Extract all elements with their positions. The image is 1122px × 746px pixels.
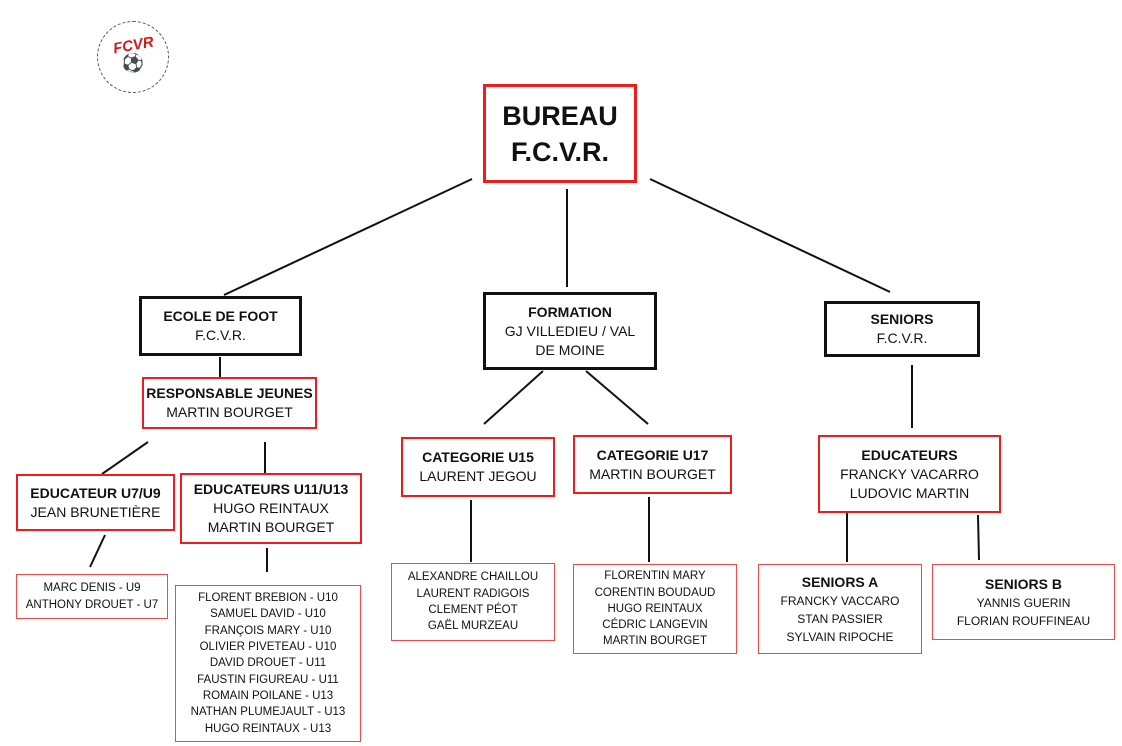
player-item: OLIVIER PIVETEAU - U10: [199, 641, 337, 654]
link-edu-b: [977, 514, 980, 561]
seniors-sub: F.C.V.R.: [876, 330, 928, 346]
player-item: ROMAIN POILANE - U13: [202, 689, 334, 702]
edu-u11-title: EDUCATEURS U11/U13: [193, 481, 349, 497]
educateurs-seniors-box: EDUCATEURS FRANCKY VACARRO LUDOVIC MARTI…: [818, 435, 1001, 513]
edu-u7-name: JEAN BRUNETIÈRE: [30, 503, 161, 520]
logo-text: FCVR: [111, 33, 155, 57]
player-item: MARTIN BOURGET: [603, 635, 707, 648]
formation-line: DE MOINE: [535, 341, 605, 358]
player-item: SYLVAIN RIPOCHE: [786, 629, 894, 644]
seniors-a-title: SENIORS A: [801, 573, 879, 590]
player-item: MARC DENIS - U9: [43, 582, 141, 595]
resp-name: MARTIN BOURGET: [166, 404, 293, 420]
responsable-jeunes-box: RESPONSABLE JEUNES MARTIN BOURGET: [142, 377, 317, 429]
educateurs-u11-u13-box: EDUCATEURS U11/U13 HUGO REINTAUX MARTIN …: [180, 473, 362, 544]
link-bureau-seniors: [649, 178, 891, 293]
player-item: CLEMENT PÉOT: [428, 604, 518, 616]
player-item: FAUSTIN FIGUREAU - U11: [197, 673, 339, 686]
formation-title: FORMATION: [528, 303, 612, 320]
player-item: NATHAN PLUMEJAULT - U13: [190, 706, 346, 719]
ecole-de-foot-box: ECOLE DE FOOT F.C.V.R.: [139, 296, 302, 356]
player-item: GAËL MURZEAU: [427, 620, 519, 633]
link-u7-list: [89, 534, 106, 568]
edu-u7-title: EDUCATEUR U7/U9: [30, 484, 161, 501]
seniors-box: SENIORS F.C.V.R.: [824, 301, 980, 357]
club-logo: FCVR ⚽: [97, 21, 169, 93]
u17-title: CATEGORIE U17: [596, 446, 709, 463]
formation-line: GJ VILLEDIEU / VAL: [504, 322, 636, 339]
edu-seniors-title: EDUCATEURS: [861, 446, 958, 463]
link-resp-u7: [101, 441, 149, 475]
player-item: CÉDRIC LANGEVIN: [602, 619, 708, 632]
soccer-player-icon: ⚽: [121, 52, 145, 73]
ecole-sub: F.C.V.R.: [195, 327, 246, 343]
link-bureau-ecole: [223, 178, 473, 296]
u15-name: LAURENT JEGOU: [419, 468, 537, 484]
player-item: FLORENTIN MARY: [604, 570, 706, 583]
u11-u13-players-box: FLORENT BREBION - U10 SAMUEL DAVID - U10…: [175, 585, 361, 742]
player-item: HUGO REINTAUX: [607, 602, 703, 615]
u15-players-box: ALEXANDRE CHAILLOU LAURENT RADIGOIS CLEM…: [391, 563, 555, 641]
bureau-title: BUREAU: [502, 100, 618, 131]
categorie-u17-box: CATEGORIE U17 MARTIN BOURGET: [573, 435, 732, 494]
player-item: FRANÇOIS MARY - U10: [204, 624, 332, 637]
player-item: FLORENT BREBION - U10: [198, 592, 338, 605]
educateur-u7-u9-box: EDUCATEUR U7/U9 JEAN BRUNETIÈRE: [16, 474, 175, 531]
seniors-b-title: SENIORS B: [984, 575, 1062, 592]
player-item: ANTHONY DROUET - U7: [25, 598, 159, 611]
ecole-title: ECOLE DE FOOT: [163, 308, 278, 324]
player-item: DAVID DROUET - U11: [209, 657, 327, 670]
player-item: HUGO REINTAUX - U13: [204, 722, 332, 735]
edu-u11-name: MARTIN BOURGET: [207, 519, 335, 535]
u7-u9-players-box: MARC DENIS - U9 ANTHONY DROUET - U7: [16, 574, 168, 619]
player-item: CORENTIN BOUDAUD: [594, 586, 716, 599]
player-item: FRANCKY VACCARO: [780, 593, 900, 608]
bureau-box: BUREAU F.C.V.R.: [483, 84, 637, 183]
categorie-u15-box: CATEGORIE U15 LAURENT JEGOU: [401, 437, 555, 497]
link-formation-u15: [483, 370, 544, 425]
link-formation-u17: [585, 370, 649, 425]
seniors-b-box: SENIORS B YANNIS GUERIN FLORIAN ROUFFINE…: [932, 564, 1115, 640]
player-item: LAURENT RADIGOIS: [416, 587, 530, 600]
seniors-title: SENIORS: [870, 311, 934, 327]
formation-box: FORMATION GJ VILLEDIEU / VAL DE MOINE: [483, 292, 657, 370]
u17-name: MARTIN BOURGET: [589, 465, 716, 482]
seniors-a-box: SENIORS A FRANCKY VACCARO STAN PASSIER S…: [758, 564, 922, 654]
edu-u11-name: HUGO REINTAUX: [213, 500, 329, 516]
edu-seniors-name: FRANCKY VACARRO: [840, 465, 979, 482]
player-item: SAMUEL DAVID - U10: [210, 608, 326, 621]
resp-title: RESPONSABLE JEUNES: [146, 385, 313, 401]
player-item: FLORIAN ROUFFINEAU: [956, 613, 1091, 628]
player-item: ALEXANDRE CHAILLOU: [407, 571, 539, 584]
player-item: STAN PASSIER: [797, 611, 883, 626]
bureau-subtitle: F.C.V.R.: [510, 136, 610, 167]
u17-players-box: FLORENTIN MARY CORENTIN BOUDAUD HUGO REI…: [573, 564, 737, 654]
edu-seniors-name: LUDOVIC MARTIN: [849, 484, 970, 501]
player-item: YANNIS GUERIN: [976, 595, 1071, 610]
u15-title: CATEGORIE U15: [422, 449, 534, 465]
